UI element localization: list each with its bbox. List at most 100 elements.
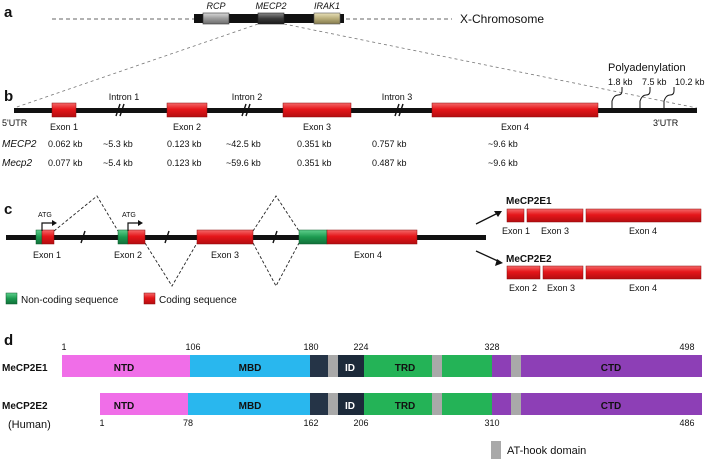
e1-at-hook-3 bbox=[511, 355, 521, 377]
row2-val-4: ~59.6 kb bbox=[226, 158, 261, 168]
e2-mbd-label: MBD bbox=[239, 401, 262, 412]
e2-pos-3: 162 bbox=[303, 418, 318, 428]
e2-ctd bbox=[492, 393, 702, 415]
row1-val-2: ~5.3 kb bbox=[103, 139, 133, 149]
isoform-e2-label: MeCP2E2 bbox=[506, 254, 552, 265]
e1-pos-6: 498 bbox=[679, 342, 694, 352]
e2-ntd bbox=[100, 393, 188, 415]
exon-2-label: Exon 2 bbox=[173, 122, 201, 132]
zoom-line-left bbox=[13, 23, 259, 109]
e2-pos-4: 206 bbox=[353, 418, 368, 428]
row1-val-7: ~9.6 kb bbox=[488, 139, 518, 149]
e1-id-label: ID bbox=[345, 363, 355, 374]
atg-label-2: ATG bbox=[122, 212, 136, 219]
gene-label-irak1: IRAK1 bbox=[314, 1, 340, 11]
legend-coding-swatch bbox=[143, 292, 156, 305]
e1-pos-5: 328 bbox=[484, 342, 499, 352]
row1-val-6: 0.757 kb bbox=[372, 139, 407, 149]
e2-pos-6: 486 bbox=[679, 418, 694, 428]
e1-ctd-label: CTD bbox=[601, 363, 622, 374]
exon2-noncoding bbox=[117, 229, 129, 245]
atg-arrow-2 bbox=[127, 222, 138, 231]
e2-exon4-label: Exon 4 bbox=[629, 283, 657, 293]
e1-trd-label: TRD bbox=[395, 363, 416, 374]
e1-mbd-label: MBD bbox=[239, 363, 262, 374]
e2-ntd-label: NTD bbox=[114, 401, 135, 412]
e1-ntd-label: NTD bbox=[114, 363, 135, 374]
exon1-coding bbox=[41, 229, 55, 245]
gene-label-rcp: RCP bbox=[206, 1, 225, 11]
e1-id bbox=[336, 355, 364, 377]
zoom-line-right bbox=[283, 23, 698, 109]
atg-arrowhead-1 bbox=[52, 220, 57, 226]
legend-at-hook-label: AT-hook domain bbox=[507, 445, 586, 457]
e1-pos-1: 1 bbox=[61, 342, 66, 352]
c-exon-3-label: Exon 3 bbox=[211, 250, 239, 260]
row-gene-mouse: Mecp2 bbox=[2, 158, 32, 169]
e1-ntd bbox=[62, 355, 190, 377]
e2-pos-2: 78 bbox=[183, 418, 193, 428]
exon3-coding bbox=[196, 229, 254, 245]
e1-exon3 bbox=[526, 208, 584, 223]
panel-a-label: a bbox=[4, 4, 13, 21]
chromosome-label: X-Chromosome bbox=[460, 12, 544, 26]
protein-e1-bar bbox=[62, 355, 702, 377]
legend-noncoding-swatch bbox=[5, 292, 18, 305]
exon4-coding bbox=[326, 229, 418, 245]
row1-val-3: 0.123 kb bbox=[167, 139, 202, 149]
e2-trd bbox=[364, 393, 492, 415]
species-label: (Human) bbox=[8, 419, 51, 431]
panel-c-label: c bbox=[4, 201, 12, 218]
row2-val-6: 0.487 kb bbox=[372, 158, 407, 168]
exon-4-label: Exon 4 bbox=[501, 122, 529, 132]
e2-at-hook-3 bbox=[511, 393, 521, 415]
row1-val-5: 0.351 kb bbox=[297, 139, 332, 149]
poly-site-1-label: 1.8 kb bbox=[608, 77, 633, 87]
exon4-noncoding bbox=[298, 229, 328, 245]
polyadenylation-label: Polyadenylation bbox=[608, 62, 686, 74]
e1-pos-4: 224 bbox=[353, 342, 368, 352]
e1-at-hook-1 bbox=[328, 355, 338, 377]
intron-breaks-c bbox=[80, 230, 278, 244]
arrowhead-e1 bbox=[494, 211, 502, 217]
intron-2-label: Intron 2 bbox=[232, 92, 263, 102]
poly-site-markers bbox=[611, 87, 675, 109]
row1-val-4: ~42.5 kb bbox=[226, 139, 261, 149]
splice-lines bbox=[53, 195, 300, 287]
gene-irak1 bbox=[313, 12, 341, 25]
row-gene-human: MECP2 bbox=[2, 139, 37, 150]
atg-arrowhead-2 bbox=[138, 220, 143, 226]
e2-exon3 bbox=[542, 265, 584, 280]
e1-trd bbox=[364, 355, 492, 377]
protein-e2-bar bbox=[100, 393, 702, 415]
row2-val-1: 0.077 kb bbox=[48, 158, 83, 168]
poly-site-2-label: 7.5 kb bbox=[642, 77, 667, 87]
gene-mecp2 bbox=[257, 12, 285, 25]
row2-val-5: 0.351 kb bbox=[297, 158, 332, 168]
c-exon-1-label: Exon 1 bbox=[33, 250, 61, 260]
row2-val-7: ~9.6 kb bbox=[488, 158, 518, 168]
e2-pos-1: 1 bbox=[99, 418, 104, 428]
poly-site-3-label: 10.2 kb bbox=[675, 77, 705, 87]
arrowhead-e2 bbox=[495, 259, 503, 266]
panel-b-label: b bbox=[4, 88, 13, 105]
e2-id bbox=[336, 393, 364, 415]
legend-noncoding-label: Non-coding sequence bbox=[21, 295, 119, 306]
e2-exon4 bbox=[585, 265, 702, 280]
e1-pos-2: 106 bbox=[185, 342, 200, 352]
e1-exon4-label: Exon 4 bbox=[629, 226, 657, 236]
atg-arrow-1 bbox=[41, 222, 52, 231]
exon-1-label: Exon 1 bbox=[50, 122, 78, 132]
atg-label-1: ATG bbox=[38, 212, 52, 219]
row2-val-3: 0.123 kb bbox=[167, 158, 202, 168]
c-exon-4-label: Exon 4 bbox=[354, 250, 382, 260]
intron-breaks-b bbox=[115, 103, 404, 117]
intron-1-label: Intron 1 bbox=[109, 92, 140, 102]
gene-rcp bbox=[202, 12, 230, 25]
e1-exon4 bbox=[585, 208, 702, 223]
e2-id-label: ID bbox=[345, 401, 355, 412]
utr5-label: 5'UTR bbox=[2, 118, 28, 128]
e2-ctd-label: CTD bbox=[601, 401, 622, 412]
e2-at-hook-2 bbox=[432, 393, 442, 415]
